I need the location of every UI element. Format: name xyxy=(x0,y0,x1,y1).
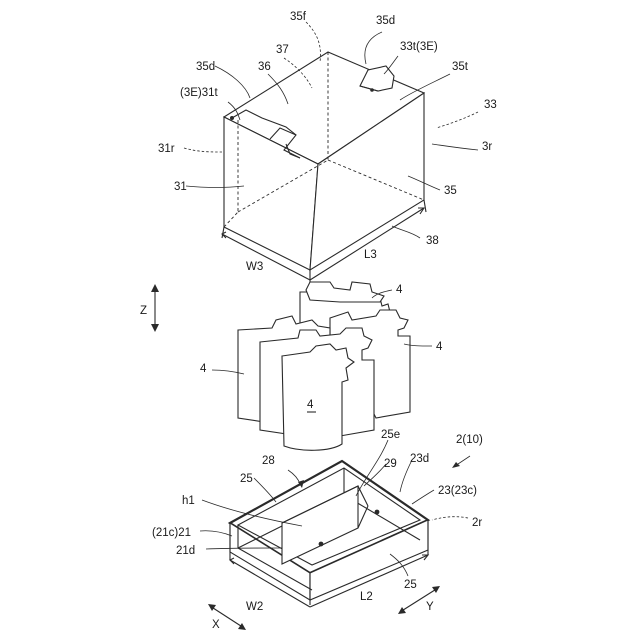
z-axis xyxy=(151,284,159,332)
label-21c21: (21c)21 xyxy=(152,527,191,539)
label-l3: L3 xyxy=(364,249,377,261)
elements-group xyxy=(238,282,410,450)
label-4-center: 4 xyxy=(307,399,314,411)
label-35: 35 xyxy=(444,185,457,197)
label-25-bottom: 25 xyxy=(404,579,417,591)
label-w2: W2 xyxy=(246,601,263,613)
label-w3: W3 xyxy=(246,261,263,273)
lid-box xyxy=(224,52,424,270)
label-28: 28 xyxy=(262,455,275,467)
label-4-right: 4 xyxy=(436,341,443,353)
label-35d-left: 35d xyxy=(196,61,215,73)
label-25e: 25e xyxy=(381,429,400,441)
label-2r: 2r xyxy=(472,517,482,529)
label-4-left: 4 xyxy=(200,363,207,375)
label-l2: L2 xyxy=(360,591,373,603)
label-31r: 31r xyxy=(158,143,175,155)
label-33t: 33t(3E) xyxy=(400,41,438,53)
label-23-23c: 23(23c) xyxy=(438,485,477,497)
label-36: 36 xyxy=(258,61,271,73)
label-y: Y xyxy=(426,601,434,613)
label-38: 38 xyxy=(426,235,439,247)
label-37: 37 xyxy=(276,44,289,56)
label-2-10: 2(10) xyxy=(456,434,483,446)
label-3e-31t: (3E)31t xyxy=(180,87,219,99)
element-4-top xyxy=(306,282,384,302)
label-29: 29 xyxy=(384,458,397,470)
label-33: 33 xyxy=(484,99,497,111)
label-35d-top: 35d xyxy=(376,15,395,27)
partition xyxy=(282,486,358,564)
label-x: X xyxy=(212,619,220,631)
label-h1: h1 xyxy=(182,495,195,507)
label-21d: 21d xyxy=(176,545,195,557)
label-35t: 35t xyxy=(452,61,469,73)
label-3r: 3r xyxy=(482,141,492,153)
tray-box xyxy=(230,461,428,605)
label-z: Z xyxy=(140,305,147,317)
label-35f: 35f xyxy=(290,11,307,23)
label-25-top: 25 xyxy=(240,473,253,485)
label-31: 31 xyxy=(174,181,187,193)
label-4-top: 4 xyxy=(396,284,403,296)
label-23d: 23d xyxy=(410,453,429,465)
